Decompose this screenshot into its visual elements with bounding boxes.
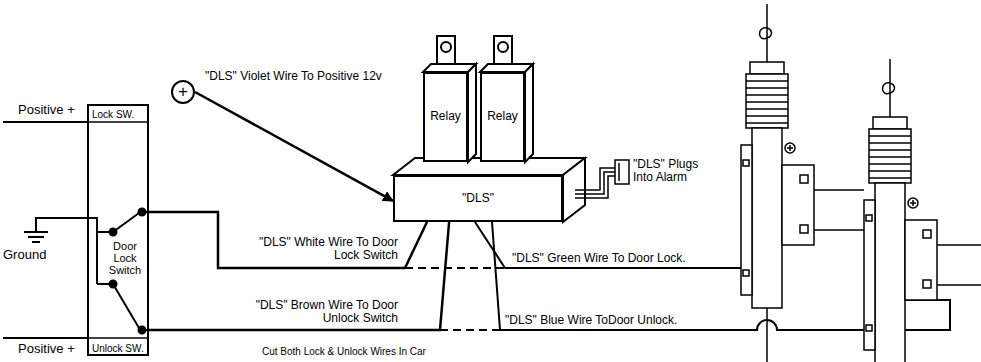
cut-wire (440, 329, 500, 331)
relay-box: Relay (423, 72, 468, 162)
wire-connector (149, 222, 449, 330)
relay-box: Relay (480, 72, 525, 162)
switch-label: Unlock SW. (92, 343, 144, 354)
dls-module: "DLS" (393, 175, 563, 222)
door-lock-switch: Lock SW. Door Lock SwitchUnlock SW. (87, 104, 149, 356)
supply-wire (3, 121, 87, 123)
positive-terminal: + (171, 80, 195, 104)
wire-label: "DLS" Brown Wire To Door Unlock Switch (238, 299, 398, 325)
alarm-plug (575, 160, 629, 198)
wire-label: "DLS" Violet Wire To Positive 12v (205, 70, 382, 83)
node-label: "DLS" (462, 192, 494, 205)
ground-label: Ground (3, 248, 46, 262)
wire-label: "DLS" Green Wire To Door Lock. (512, 252, 686, 265)
note-label: Cut Both Lock & Unlock Wires In Car (262, 346, 426, 357)
wire-connector (195, 92, 393, 201)
switch-label: Lock SW. (92, 109, 134, 120)
dls-module-body (393, 36, 585, 222)
wire-label: "DLS" White Wire To Door Lock Switch (238, 236, 398, 262)
door-lock-actuator (741, 4, 814, 362)
green-wire (475, 222, 741, 268)
wire-label: "DLS" Blue Wire ToDoor Unlock. (505, 314, 677, 327)
supply-label: Positive + (18, 342, 75, 356)
switch-divider (87, 121, 148, 123)
supply-label: Positive + (18, 103, 75, 117)
plug-label: "DLS" Plugs Into Alarm (633, 158, 713, 184)
switch-name: Door Lock Switch (103, 240, 147, 276)
node-label: + (178, 83, 188, 102)
supply-wire (3, 337, 87, 339)
wire-connector (149, 212, 427, 268)
door-lock-actuator (864, 59, 937, 362)
switch-divider (87, 337, 148, 339)
node-label: Relay (430, 110, 461, 123)
cut-wire (405, 267, 505, 269)
node-label: Relay (487, 110, 518, 123)
